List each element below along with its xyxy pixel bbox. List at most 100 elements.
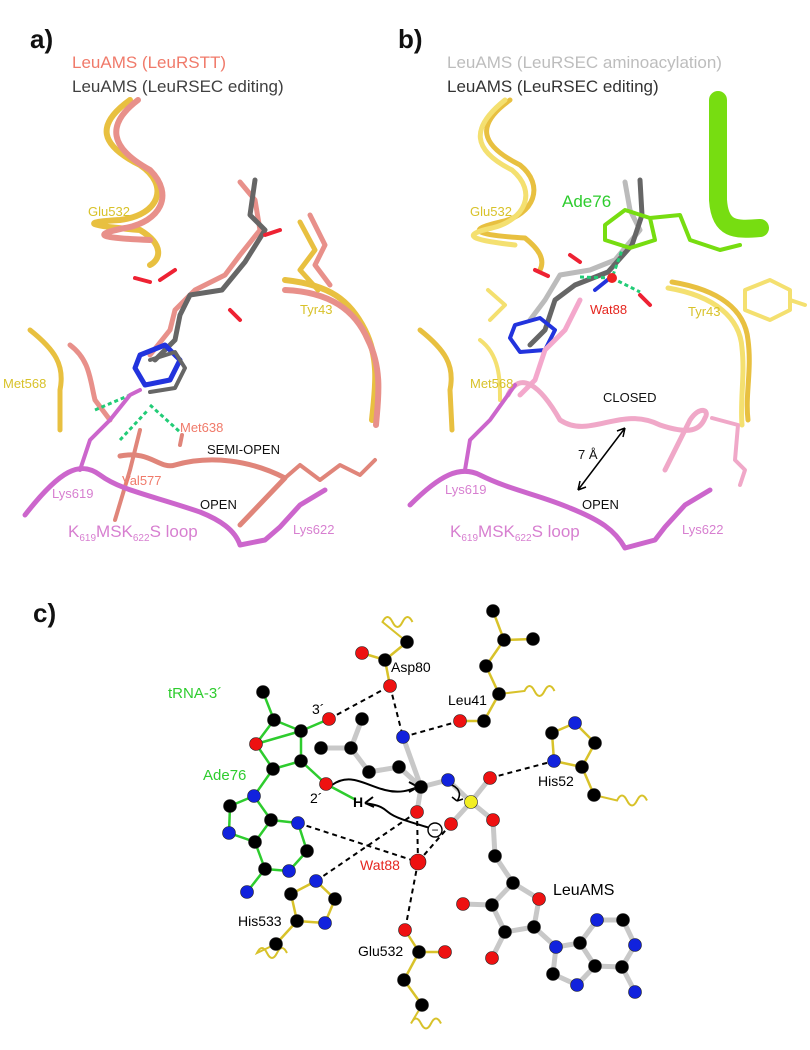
bond <box>400 736 424 788</box>
oxygen-atom <box>383 679 397 693</box>
label-glu532: Glu532 <box>358 943 403 959</box>
carbon-atom <box>526 632 540 646</box>
panel-b-letter: b) <box>398 24 423 54</box>
carbon-atom <box>248 835 262 849</box>
oxygen-atom <box>453 714 467 728</box>
carbon-atom <box>400 635 414 649</box>
label-leuams: LeuAMS <box>553 882 614 899</box>
nitrogen-atom <box>291 816 305 830</box>
oxygen-atom <box>319 777 333 791</box>
loop-tubes <box>407 380 747 551</box>
oxygen-atom <box>249 737 263 751</box>
legend-aminoacylation: LeuAMS (LeuRSEC aminoacylation) <box>447 53 722 72</box>
oxygen-atom <box>444 817 458 831</box>
label-leu41: Leu41 <box>448 692 487 708</box>
nitrogen-atom <box>309 874 323 888</box>
hydrogen-bond <box>389 685 404 738</box>
label-his52: His52 <box>538 773 574 789</box>
hydrogen-bond <box>402 720 461 738</box>
label-3prime: 3´ <box>312 701 324 717</box>
label-ade76: Ade76 <box>562 192 611 211</box>
carbon-atom <box>294 724 308 738</box>
ligand-sticks <box>132 177 282 394</box>
oxygen-atom <box>532 892 546 906</box>
nitrogen-atom <box>222 826 236 840</box>
carbon-atom <box>392 760 406 774</box>
label-his533: His533 <box>238 913 282 929</box>
carbon-atom <box>344 741 358 755</box>
residue-truncation-wave <box>410 1004 442 1030</box>
label-val577: Val577 <box>122 473 162 488</box>
carbon-atom <box>616 913 630 927</box>
carbon-atom <box>498 925 512 939</box>
carbon-atom <box>492 687 506 701</box>
protein-backbone <box>417 91 807 433</box>
carbon-atom <box>397 973 411 987</box>
nitrogen-atom <box>549 940 563 954</box>
panel-b: b) LeuAMS (LeuRSEC aminoacylation) LeuAM… <box>398 24 807 551</box>
oxygen-atom <box>483 771 497 785</box>
carbon-atom <box>284 887 298 901</box>
hydrogen-bond <box>489 760 555 779</box>
carbon-atom <box>264 813 278 827</box>
label-glu532: Glu532 <box>470 204 512 219</box>
loop-label: K619MSK622S loop <box>68 522 198 544</box>
carbon-atom <box>575 760 589 774</box>
carbon-atom <box>294 754 308 768</box>
panel-c: c) − tRNA-3´ 3´ Ade76 2´ H Asp80 Leu41 H… <box>33 598 648 1030</box>
carbon-atom <box>269 937 283 951</box>
electron-arrows <box>331 778 464 829</box>
nitrogen-atom <box>441 773 455 787</box>
oxygen-atom <box>398 923 412 937</box>
panel-c-letter: c) <box>33 598 56 628</box>
carbon-atom <box>414 780 428 794</box>
hydrogen-bonds <box>579 249 641 294</box>
hydrogen-bond <box>328 685 391 720</box>
carbon-atom <box>588 736 602 750</box>
carbon-atom <box>506 876 520 890</box>
carbon-atom <box>587 788 601 802</box>
carbon-atom <box>412 945 426 959</box>
carbon-atom <box>300 844 314 858</box>
negative-charge-icon <box>427 822 443 838</box>
bond <box>255 729 302 746</box>
carbon-atom <box>527 920 541 934</box>
oxygen-atom <box>486 813 500 827</box>
nitrogen-atom <box>570 978 584 992</box>
distance-arrow <box>577 427 626 491</box>
label-ade76: Ade76 <box>203 767 246 784</box>
label-trna: tRNA-3´ <box>168 685 222 702</box>
label-asp80: Asp80 <box>391 659 431 675</box>
loop-tubes <box>22 388 377 548</box>
carbon-atom <box>223 799 237 813</box>
wat88-atom <box>607 273 617 283</box>
label-lys619: Lys619 <box>52 486 93 501</box>
bonds <box>227 610 648 1030</box>
residue-truncation-wave <box>498 685 556 697</box>
carbon-atom <box>328 892 342 906</box>
protein-backbone <box>27 97 382 433</box>
loop-label: K619MSK622S loop <box>450 522 580 544</box>
state-open: OPEN <box>582 497 619 512</box>
carbon-atom <box>314 741 328 755</box>
carbon-atom <box>546 967 560 981</box>
nitrogen-atom <box>247 789 261 803</box>
legend-editing: LeuAMS (LeuRSEC editing) <box>72 77 284 96</box>
nitrogen-atom <box>628 938 642 952</box>
carbon-atom <box>256 685 270 699</box>
ligand-sticks <box>508 177 742 398</box>
label-2prime: 2´ <box>310 790 322 806</box>
label-met568: Met568 <box>3 376 46 391</box>
panel-a-letter: a) <box>30 24 53 54</box>
label-met568: Met568 <box>470 376 513 391</box>
state-closed: CLOSED <box>603 390 656 405</box>
nitrogen-atom <box>240 885 254 899</box>
hydrogen-bond <box>404 861 419 931</box>
carbon-atom <box>477 714 491 728</box>
legend-editing: LeuAMS (LeuRSEC editing) <box>447 77 659 96</box>
nitrogen-atom <box>628 985 642 999</box>
carbon-atom <box>355 712 369 726</box>
atoms <box>222 604 642 1012</box>
hydrogen-bond <box>297 822 419 863</box>
residue-truncation-wave <box>254 943 288 959</box>
